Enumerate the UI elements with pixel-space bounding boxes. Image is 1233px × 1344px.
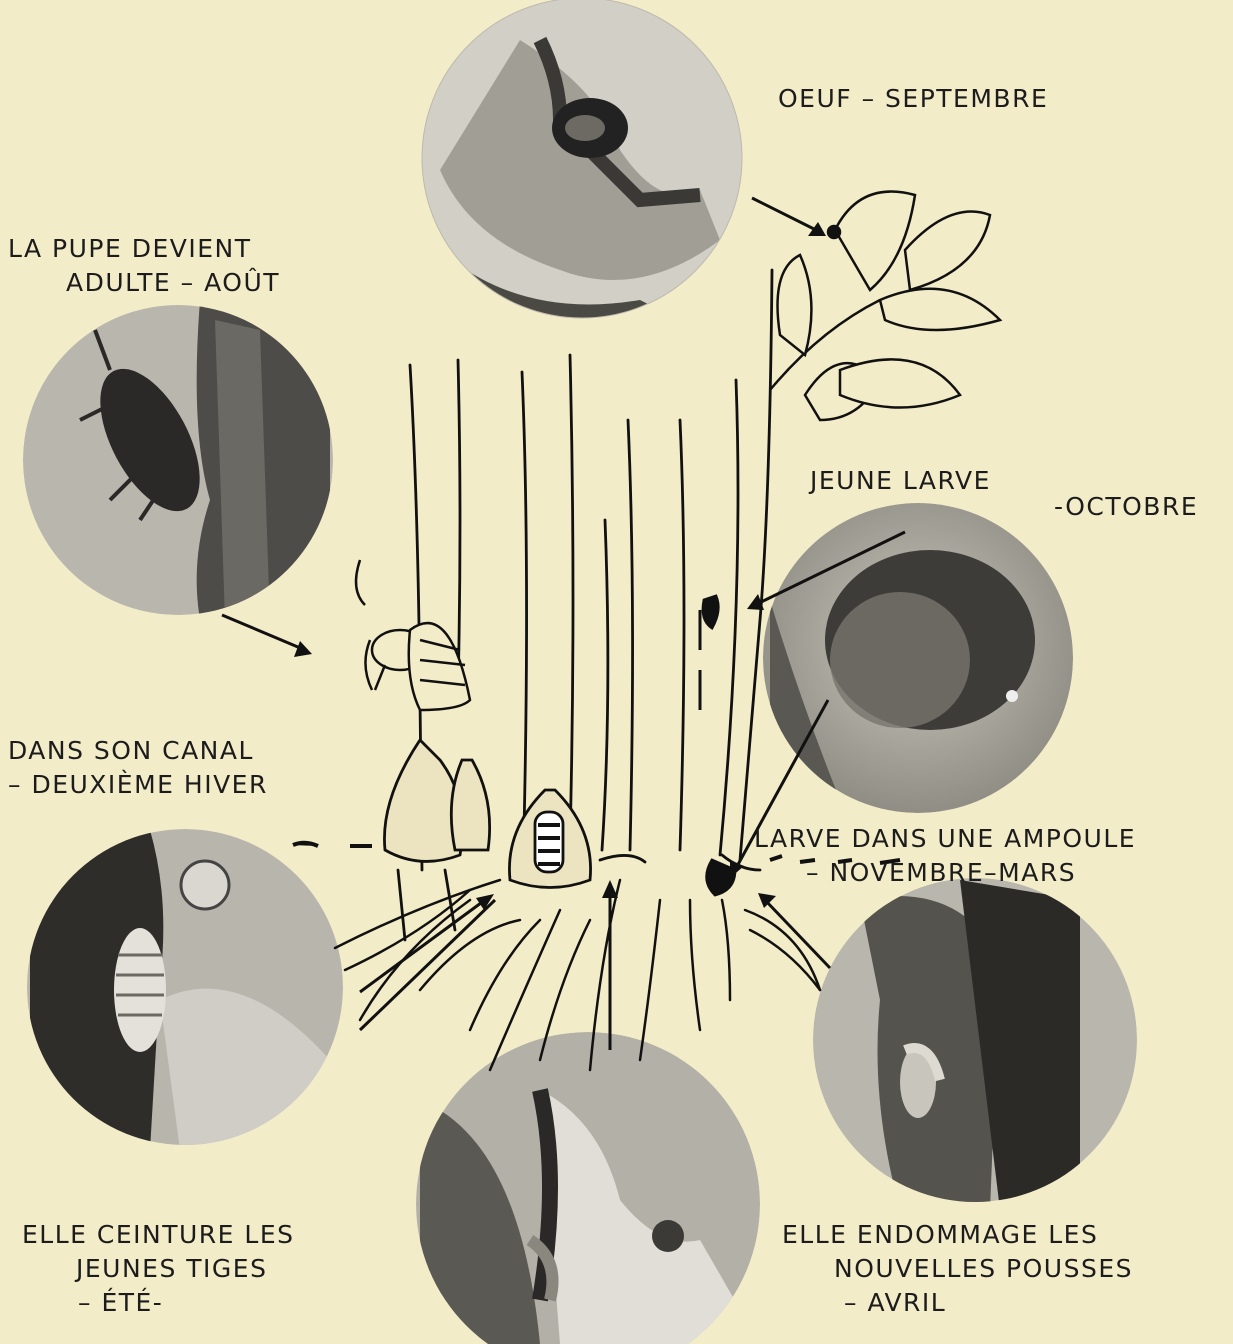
label-blister-line2: – NOVEMBRE–MARS	[754, 856, 1136, 890]
label-adult-line2: ADULTE – AOÛT	[8, 266, 280, 300]
label-young-larva: JEUNE LARVE -OCTOBRE	[810, 464, 1198, 524]
label-girdles: ELLE CEINTURE LES JEUNES TIGES – ÉTÉ-	[22, 1218, 295, 1320]
damaged-shoot-photo-icon	[813, 878, 1137, 1210]
larva-on-stem-photo-icon	[27, 829, 343, 1150]
pupa-drawing	[356, 560, 470, 710]
label-girdles-line3: – ÉTÉ-	[22, 1286, 295, 1320]
label-second-winter: DANS SON CANAL – DEUXIÈME HIVER	[8, 734, 268, 802]
label-new-shoots: ELLE ENDOMMAGE LES NOUVELLES POUSSES – A…	[782, 1218, 1133, 1320]
label-second-winter-line2: – DEUXIÈME HIVER	[8, 768, 268, 802]
label-new-shoots-line2: NOUVELLES POUSSES	[782, 1252, 1133, 1286]
label-second-winter-line1: DANS SON CANAL	[8, 734, 268, 768]
girdled-stem-photo-icon	[416, 1032, 760, 1344]
larva-in-bark-photo-icon	[763, 503, 1073, 813]
label-egg-line1: OEUF – SEPTEMBRE	[778, 82, 1048, 116]
egg-photo-icon	[420, 0, 760, 330]
label-blister-line1: LARVE DANS UNE AMPOULE	[754, 822, 1136, 856]
label-girdles-line1: ELLE CEINTURE LES	[22, 1218, 295, 1252]
adult-beetle-photo-icon	[23, 300, 333, 620]
label-adult-line1: LA PUPE DEVIENT	[8, 232, 280, 266]
label-blister: LARVE DANS UNE AMPOULE – NOVEMBRE–MARS	[754, 822, 1136, 890]
label-new-shoots-line3: – AVRIL	[782, 1286, 1133, 1320]
label-adult: LA PUPE DEVIENT ADULTE – AOÛT	[8, 232, 280, 300]
label-girdles-line2: JEUNES TIGES	[22, 1252, 295, 1286]
label-new-shoots-line1: ELLE ENDOMMAGE LES	[782, 1218, 1133, 1252]
label-egg: OEUF – SEPTEMBRE	[778, 82, 1048, 116]
